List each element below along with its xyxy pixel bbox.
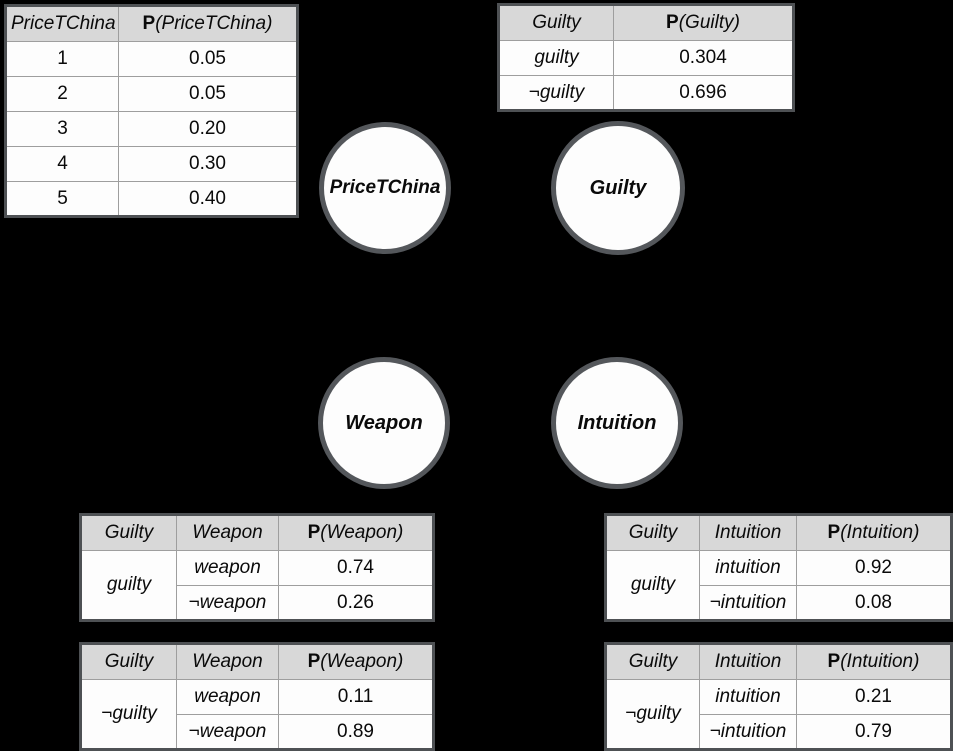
cpt-header-row: PriceTChina P(PriceTChina)	[5, 5, 298, 42]
cpt-header-cond: Guilty	[80, 643, 177, 680]
prob-cell: 0.05	[118, 76, 298, 112]
table-row: guilty 0.304	[498, 40, 794, 76]
value-cell: 1	[5, 41, 119, 77]
condition-cell: guilty	[605, 550, 700, 621]
cpt-header-cond: Guilty	[80, 514, 177, 551]
cpt-header-row: Guilty P(Guilty)	[498, 4, 794, 41]
table-row: 5 0.40	[5, 181, 298, 217]
value-cell: intuition	[699, 550, 797, 586]
prob-cell: 0.89	[278, 714, 434, 750]
prob-cell: 0.08	[796, 585, 952, 621]
prob-arg: (Weapon)	[320, 522, 404, 543]
node-label: Intuition	[577, 411, 657, 434]
prob-cell: 0.74	[278, 550, 434, 586]
cpt-header-prob: P(PriceTChina)	[118, 5, 298, 42]
table-row: ¬guilty intuition 0.21	[605, 679, 952, 750]
table-row: guilty intuition 0.92	[605, 550, 952, 621]
value-cell: ¬weapon	[176, 585, 279, 621]
condition-cell: ¬guilty	[605, 679, 700, 750]
table-row: ¬weapon 0.89	[81, 714, 434, 750]
table-row: guilty weapon 0.74	[80, 550, 434, 621]
prob-cell: 0.11	[278, 679, 434, 715]
cpt-guilty-prior: Guilty P(Guilty) guilty 0.304 ¬guilty 0.…	[497, 3, 795, 112]
prob-symbol: P	[666, 12, 679, 33]
cpt-header-var: Weapon	[176, 514, 279, 551]
prob-symbol: P	[827, 651, 841, 672]
cpt-header-prob: P(Guilty)	[613, 4, 794, 41]
condition-cell: ¬guilty	[80, 679, 177, 750]
table-row: ¬intuition 0.79	[606, 714, 952, 750]
prob-arg: (Guilty)	[678, 12, 740, 33]
table-row: ¬guilty weapon 0.11	[80, 679, 434, 750]
value-cell: intuition	[699, 679, 797, 715]
value-cell: ¬intuition	[699, 585, 797, 621]
prob-arg: (PriceTChina)	[155, 13, 273, 34]
value-cell: guilty	[498, 40, 614, 76]
condition-cell: guilty	[80, 550, 177, 621]
cpt-header-var: Guilty	[498, 4, 614, 41]
cpt-header-cond: Guilty	[605, 643, 700, 680]
prob-symbol: P	[142, 13, 156, 34]
value-cell: ¬guilty	[498, 75, 614, 111]
table-row: 2 0.05	[5, 76, 298, 112]
value-cell: weapon	[176, 550, 279, 586]
table-row: 4 0.30	[5, 146, 298, 182]
value-cell: weapon	[176, 679, 279, 715]
prob-cell: 0.21	[796, 679, 952, 715]
table-row: ¬guilty 0.696	[498, 75, 794, 111]
prob-cell: 0.304	[613, 40, 794, 76]
value-cell: 3	[5, 111, 119, 147]
cpt-header-row: Guilty Intuition P(Intuition)	[605, 643, 952, 680]
value-cell: ¬weapon	[176, 714, 279, 750]
cpt-header-prob: P(Intuition)	[796, 514, 952, 551]
prob-symbol: P	[307, 522, 321, 543]
value-cell: 4	[5, 146, 119, 182]
prob-cell: 0.30	[118, 146, 298, 182]
prob-cell: 0.696	[613, 75, 794, 111]
cpt-header-row: Guilty Intuition P(Intuition)	[605, 514, 952, 551]
table-row: 3 0.20	[5, 111, 298, 147]
cpt-header-row: Guilty Weapon P(Weapon)	[80, 514, 434, 551]
prob-arg: (Weapon)	[320, 651, 404, 672]
cpt-intuition-given-guilty: Guilty Intuition P(Intuition) guilty int…	[604, 513, 953, 622]
value-cell: ¬intuition	[699, 714, 797, 750]
cpt-header-var: PriceTChina	[5, 5, 119, 42]
value-cell: 2	[5, 76, 119, 112]
cpt-weapon-given-notguilty: Guilty Weapon P(Weapon) ¬guilty weapon 0…	[79, 642, 435, 751]
node-guilty: Guilty	[551, 121, 685, 255]
cpt-header-prob: P(Weapon)	[278, 514, 434, 551]
value-cell: 5	[5, 181, 119, 217]
prob-cell: 0.40	[118, 181, 298, 217]
cpt-price-prior: PriceTChina P(PriceTChina) 1 0.05 2 0.05…	[4, 4, 299, 218]
cpt-header-var: Intuition	[699, 514, 797, 551]
cpt-header-var: Intuition	[699, 643, 797, 680]
node-intuition: Intuition	[551, 357, 683, 489]
cpt-header-prob: P(Intuition)	[796, 643, 952, 680]
node-weapon: Weapon	[318, 357, 450, 489]
table-row: 1 0.05	[5, 41, 298, 77]
node-label: Weapon	[345, 411, 423, 434]
prob-cell: 0.92	[796, 550, 952, 586]
prob-cell: 0.20	[118, 111, 298, 147]
node-label: Guilty	[589, 176, 647, 199]
table-row: ¬weapon 0.26	[81, 585, 434, 621]
prob-arg: (Intuition)	[840, 651, 920, 672]
prob-cell: 0.26	[278, 585, 434, 621]
cpt-header-cond: Guilty	[605, 514, 700, 551]
prob-symbol: P	[827, 522, 841, 543]
cpt-header-row: Guilty Weapon P(Weapon)	[80, 643, 434, 680]
prob-cell: 0.05	[118, 41, 298, 77]
prob-cell: 0.79	[796, 714, 952, 750]
cpt-header-var: Weapon	[176, 643, 279, 680]
prob-symbol: P	[307, 651, 321, 672]
prob-arg: (Intuition)	[840, 522, 920, 543]
table-row: ¬intuition 0.08	[606, 585, 952, 621]
cpt-intuition-given-notguilty: Guilty Intuition P(Intuition) ¬guilty in…	[604, 642, 953, 751]
node-label: PriceTChina	[329, 177, 441, 198]
cpt-weapon-given-guilty: Guilty Weapon P(Weapon) guilty weapon 0.…	[79, 513, 435, 622]
cpt-header-prob: P(Weapon)	[278, 643, 434, 680]
node-pricetchina: PriceTChina	[319, 122, 451, 254]
